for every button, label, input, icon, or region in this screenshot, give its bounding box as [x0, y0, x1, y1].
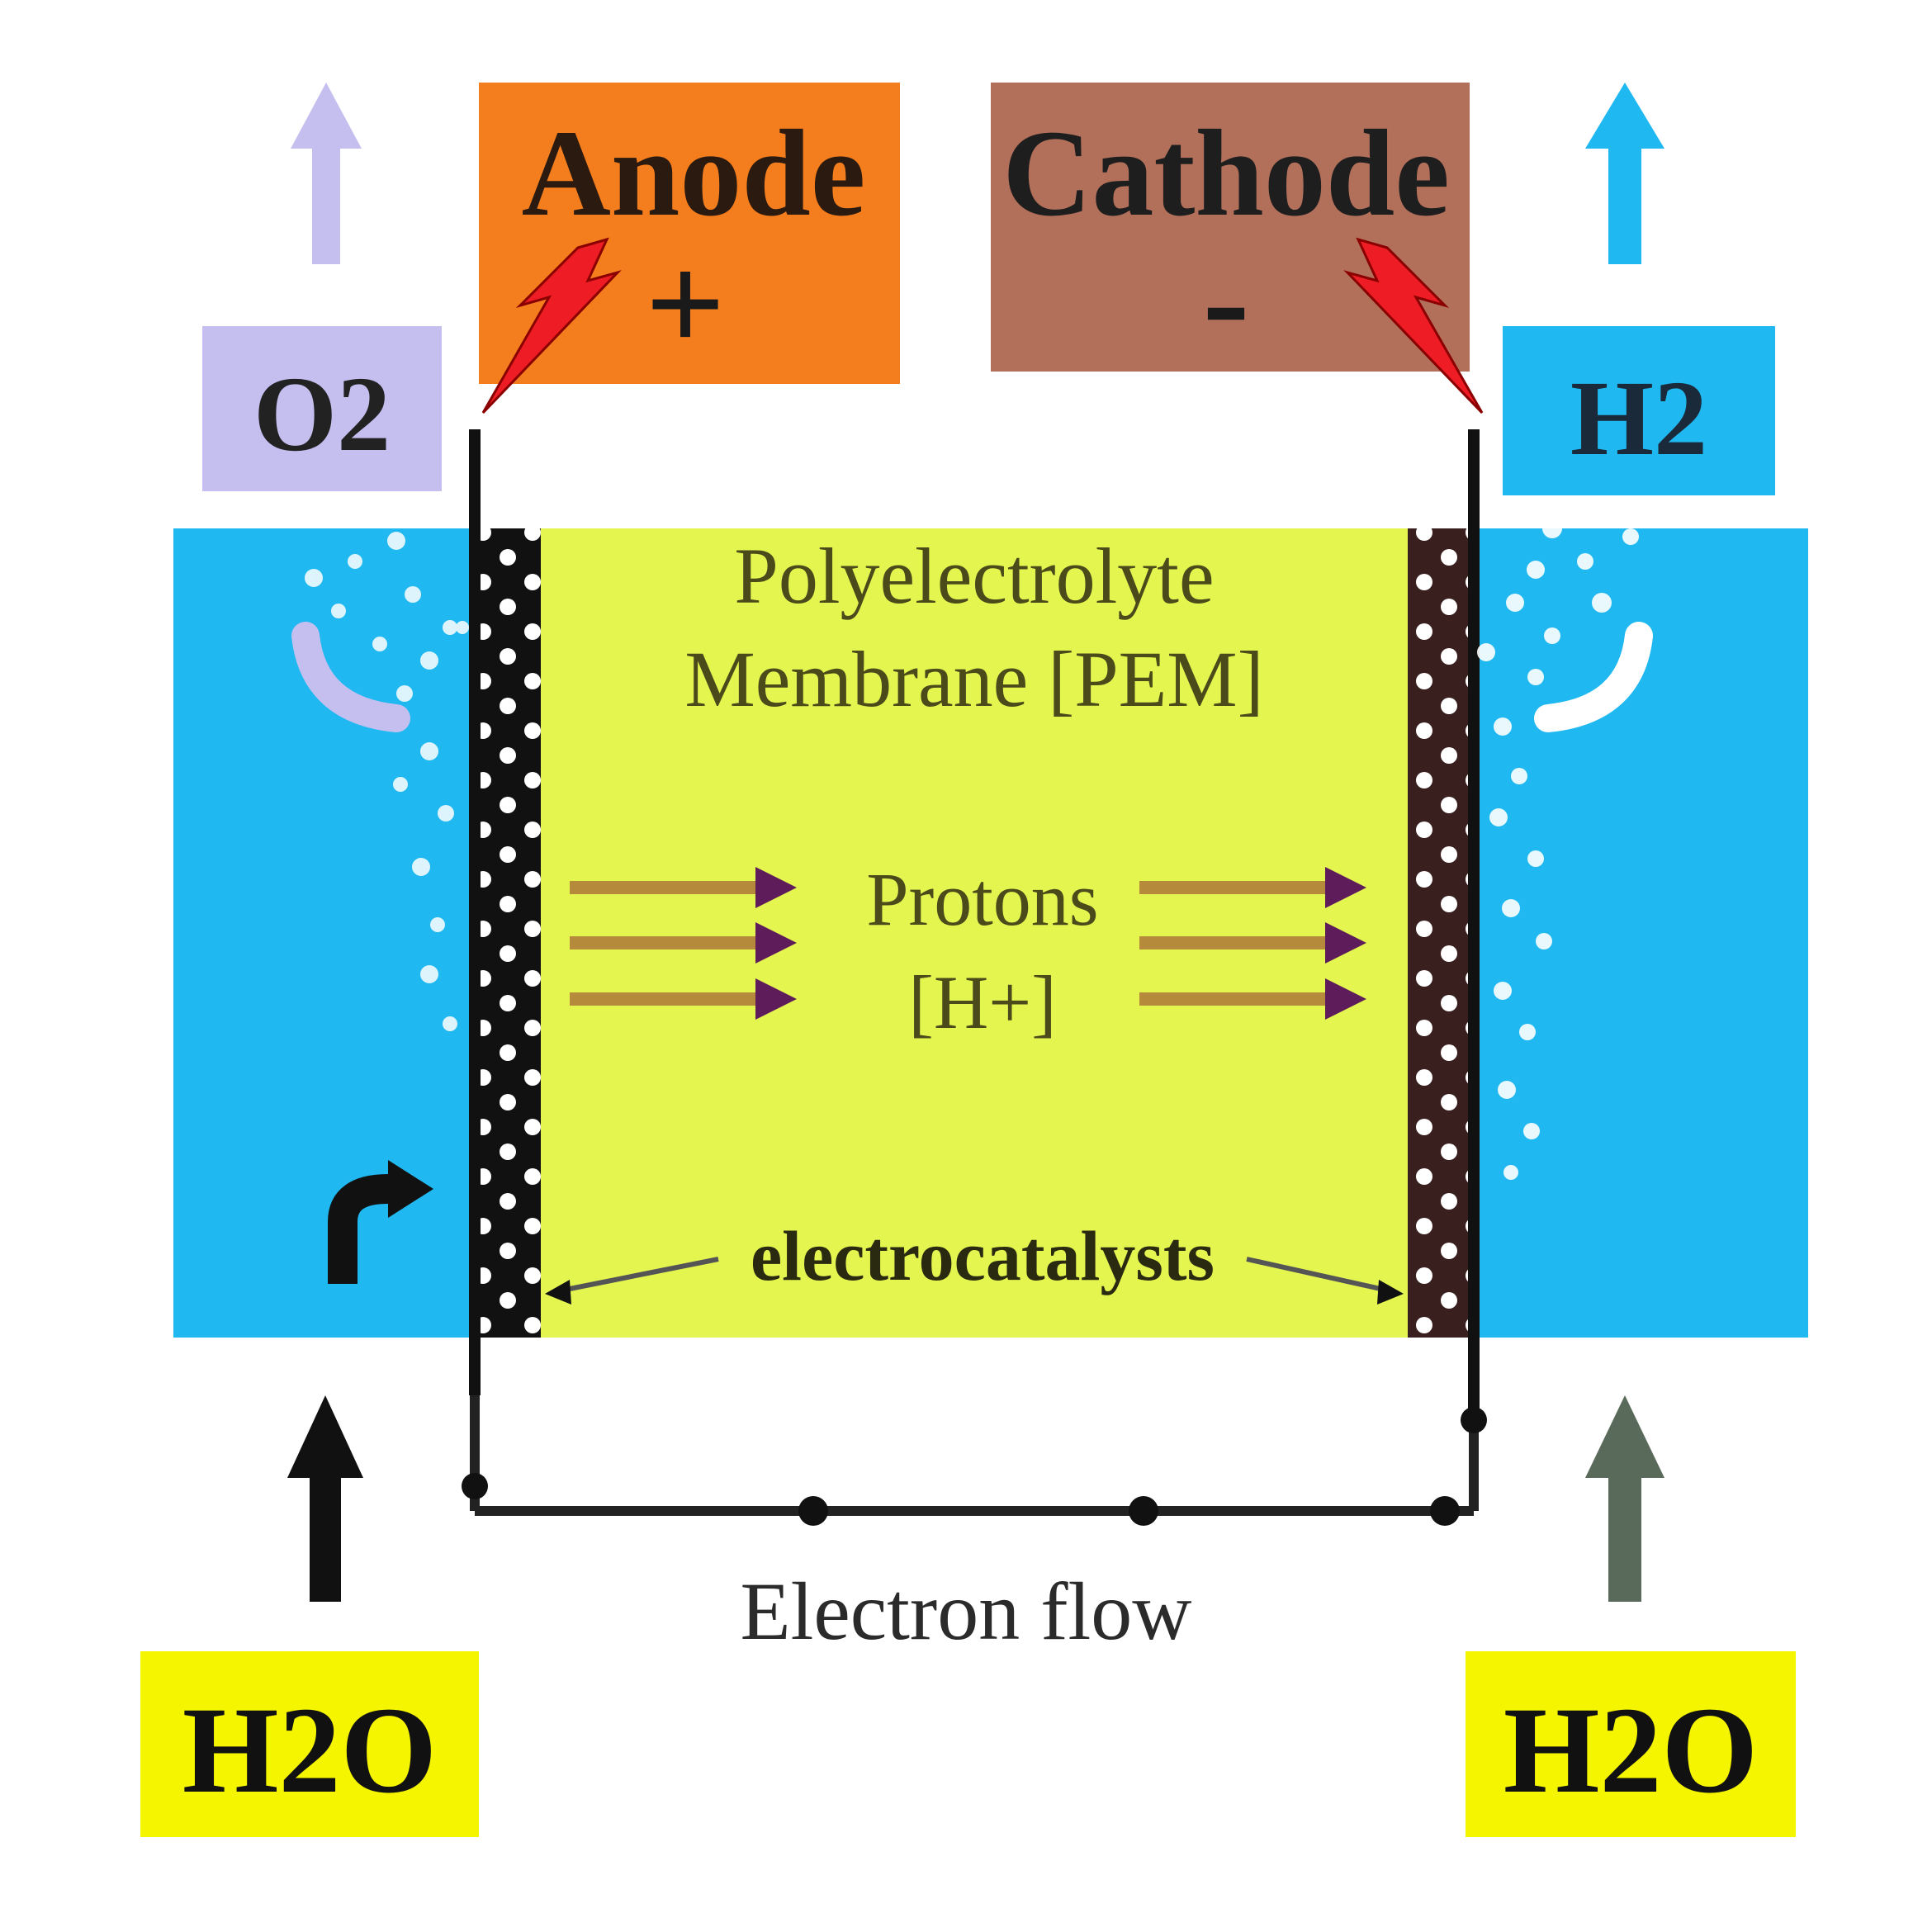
electrocatalyst-pointers	[545, 1257, 1404, 1305]
h2o-label-right: H2O	[1503, 1682, 1758, 1819]
lightning-bolt-icon	[1343, 237, 1484, 414]
anode-bubbles	[305, 502, 469, 1031]
up-arrow-icon	[291, 83, 362, 264]
up-arrow-icon	[1585, 83, 1664, 264]
o2-box	[202, 326, 442, 491]
h2o-box-left	[140, 1651, 479, 1837]
cathode-box	[991, 83, 1470, 372]
anode-water-compartment	[173, 528, 479, 1338]
h2o-box-right	[1466, 1651, 1796, 1837]
h2o-label-left: H2O	[182, 1682, 437, 1819]
up-arrow-icon	[1585, 1395, 1664, 1602]
anode-sign: +	[646, 226, 726, 381]
proton-arrow-icon	[570, 867, 797, 1020]
protons-label-line1: Protons	[866, 857, 1098, 941]
electron-flow-label: Electron flow	[740, 1565, 1191, 1657]
lightning-bolt-icon	[481, 237, 622, 414]
curved-arrow-icon	[291, 622, 410, 732]
membrane-label-line2: Membrane [PEM]	[684, 635, 1263, 723]
cathode-electrocatalyst-layer	[1408, 528, 1474, 1338]
up-arrow-icon	[287, 1395, 363, 1602]
electrocatalysts-label: electrocatalysts	[751, 1216, 1215, 1295]
protons-label-line2: [H+]	[908, 960, 1057, 1044]
electron-flow-dots	[462, 1407, 1487, 1526]
electron-flow-circuit	[470, 1395, 1479, 1516]
curved-arrow-icon	[1534, 622, 1653, 732]
cathode-label: Cathode	[1002, 105, 1450, 242]
membrane-label-line1: Polyelectrolyte	[734, 532, 1214, 620]
polyelectrolyte-membrane	[537, 528, 1412, 1338]
proton-arrow-icon	[1139, 867, 1366, 1020]
h2-label: H2	[1570, 359, 1707, 478]
h2-box	[1503, 326, 1775, 495]
anode-label: Anode	[522, 105, 866, 242]
cathode-bubbles	[1477, 519, 1639, 1180]
curved-arrow-icon	[328, 1160, 433, 1284]
cathode-sign: -	[1203, 222, 1250, 377]
o2-label: O2	[253, 355, 391, 474]
anode-electrocatalyst-layer	[475, 528, 541, 1338]
